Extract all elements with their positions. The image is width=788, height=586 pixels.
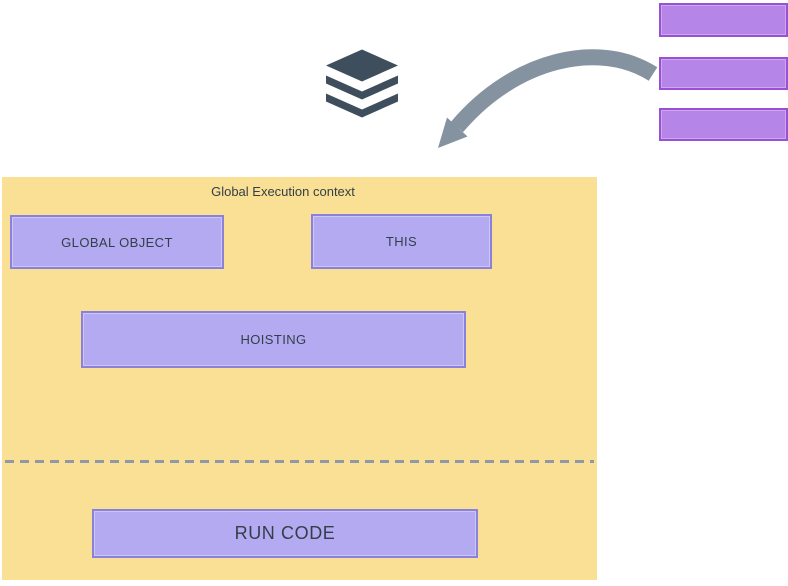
stack-item xyxy=(659,108,788,141)
this-label: THIS xyxy=(385,234,418,249)
global-object-label: GLOBAL OBJECT xyxy=(61,234,173,250)
run-code-box: RUN CODE xyxy=(92,509,478,558)
hoisting-box: HOISTING xyxy=(81,311,466,368)
layers-stack-icon xyxy=(326,49,398,118)
run-code-label: RUN CODE xyxy=(234,523,336,543)
context-title: Global Execution context xyxy=(211,184,355,199)
global-execution-context: Global Execution context GLOBAL OBJECT T… xyxy=(2,177,597,580)
this-box: THIS xyxy=(311,214,492,269)
stack-item xyxy=(659,57,788,90)
stack-item xyxy=(659,3,788,37)
hoisting-label: HOISTING xyxy=(240,332,307,347)
dashed-divider xyxy=(5,460,594,463)
global-object-box: GLOBAL OBJECT xyxy=(10,215,224,269)
